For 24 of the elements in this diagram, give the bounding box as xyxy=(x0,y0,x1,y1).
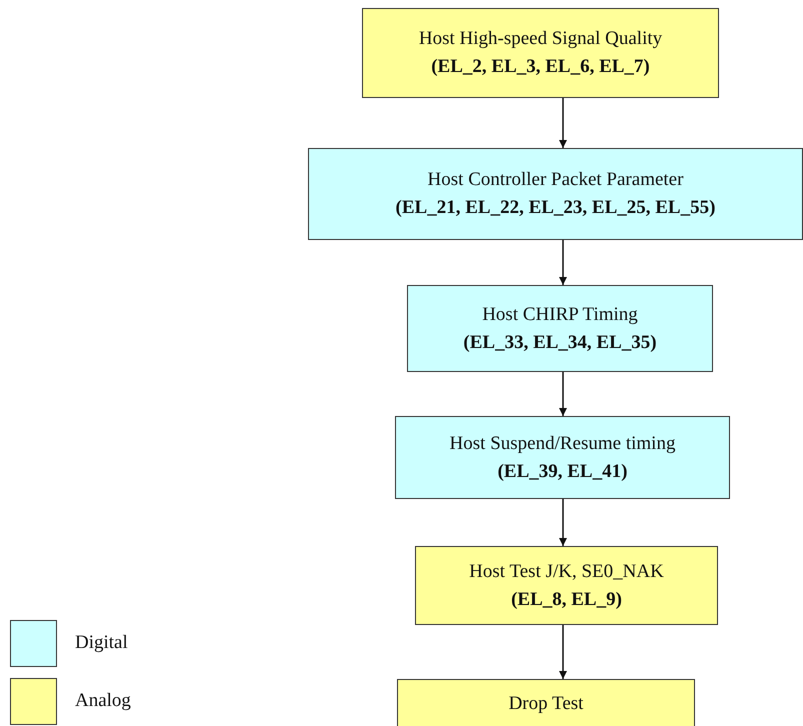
test-ids: (EL_39, EL_41) xyxy=(498,460,628,484)
legend-label: Analog xyxy=(75,690,131,712)
test-ids: (EL_2, EL_3, EL_6, EL_7) xyxy=(431,55,650,79)
step-title: Host Suspend/Resume timing xyxy=(450,432,676,456)
step-title: Drop Test xyxy=(508,692,584,716)
step-title: Host Controller Packet Parameter xyxy=(428,168,684,192)
process-box xyxy=(308,148,803,240)
step-title: Host CHIRP Timing xyxy=(482,302,638,327)
step-title: Host Test J/K, SE0_NAK xyxy=(469,560,664,584)
process-box xyxy=(395,416,730,499)
arrow xyxy=(559,625,567,679)
test-ids: (EL_21, EL_22, EL_23, EL_25, EL_55) xyxy=(396,196,716,220)
test-ids: (EL_8, EL_9) xyxy=(511,588,622,612)
arrow xyxy=(559,98,567,148)
arrow xyxy=(559,372,567,416)
process-box xyxy=(362,8,719,98)
step-title: Host High-speed Signal Quality xyxy=(418,27,662,52)
process-box xyxy=(397,679,695,726)
process-box xyxy=(407,285,713,372)
process-box xyxy=(415,546,718,625)
test-ids: (EL_33, EL_34, EL_35) xyxy=(463,330,657,354)
arrow xyxy=(559,499,567,546)
arrow xyxy=(559,240,567,285)
legend-label: Digital xyxy=(75,632,128,654)
